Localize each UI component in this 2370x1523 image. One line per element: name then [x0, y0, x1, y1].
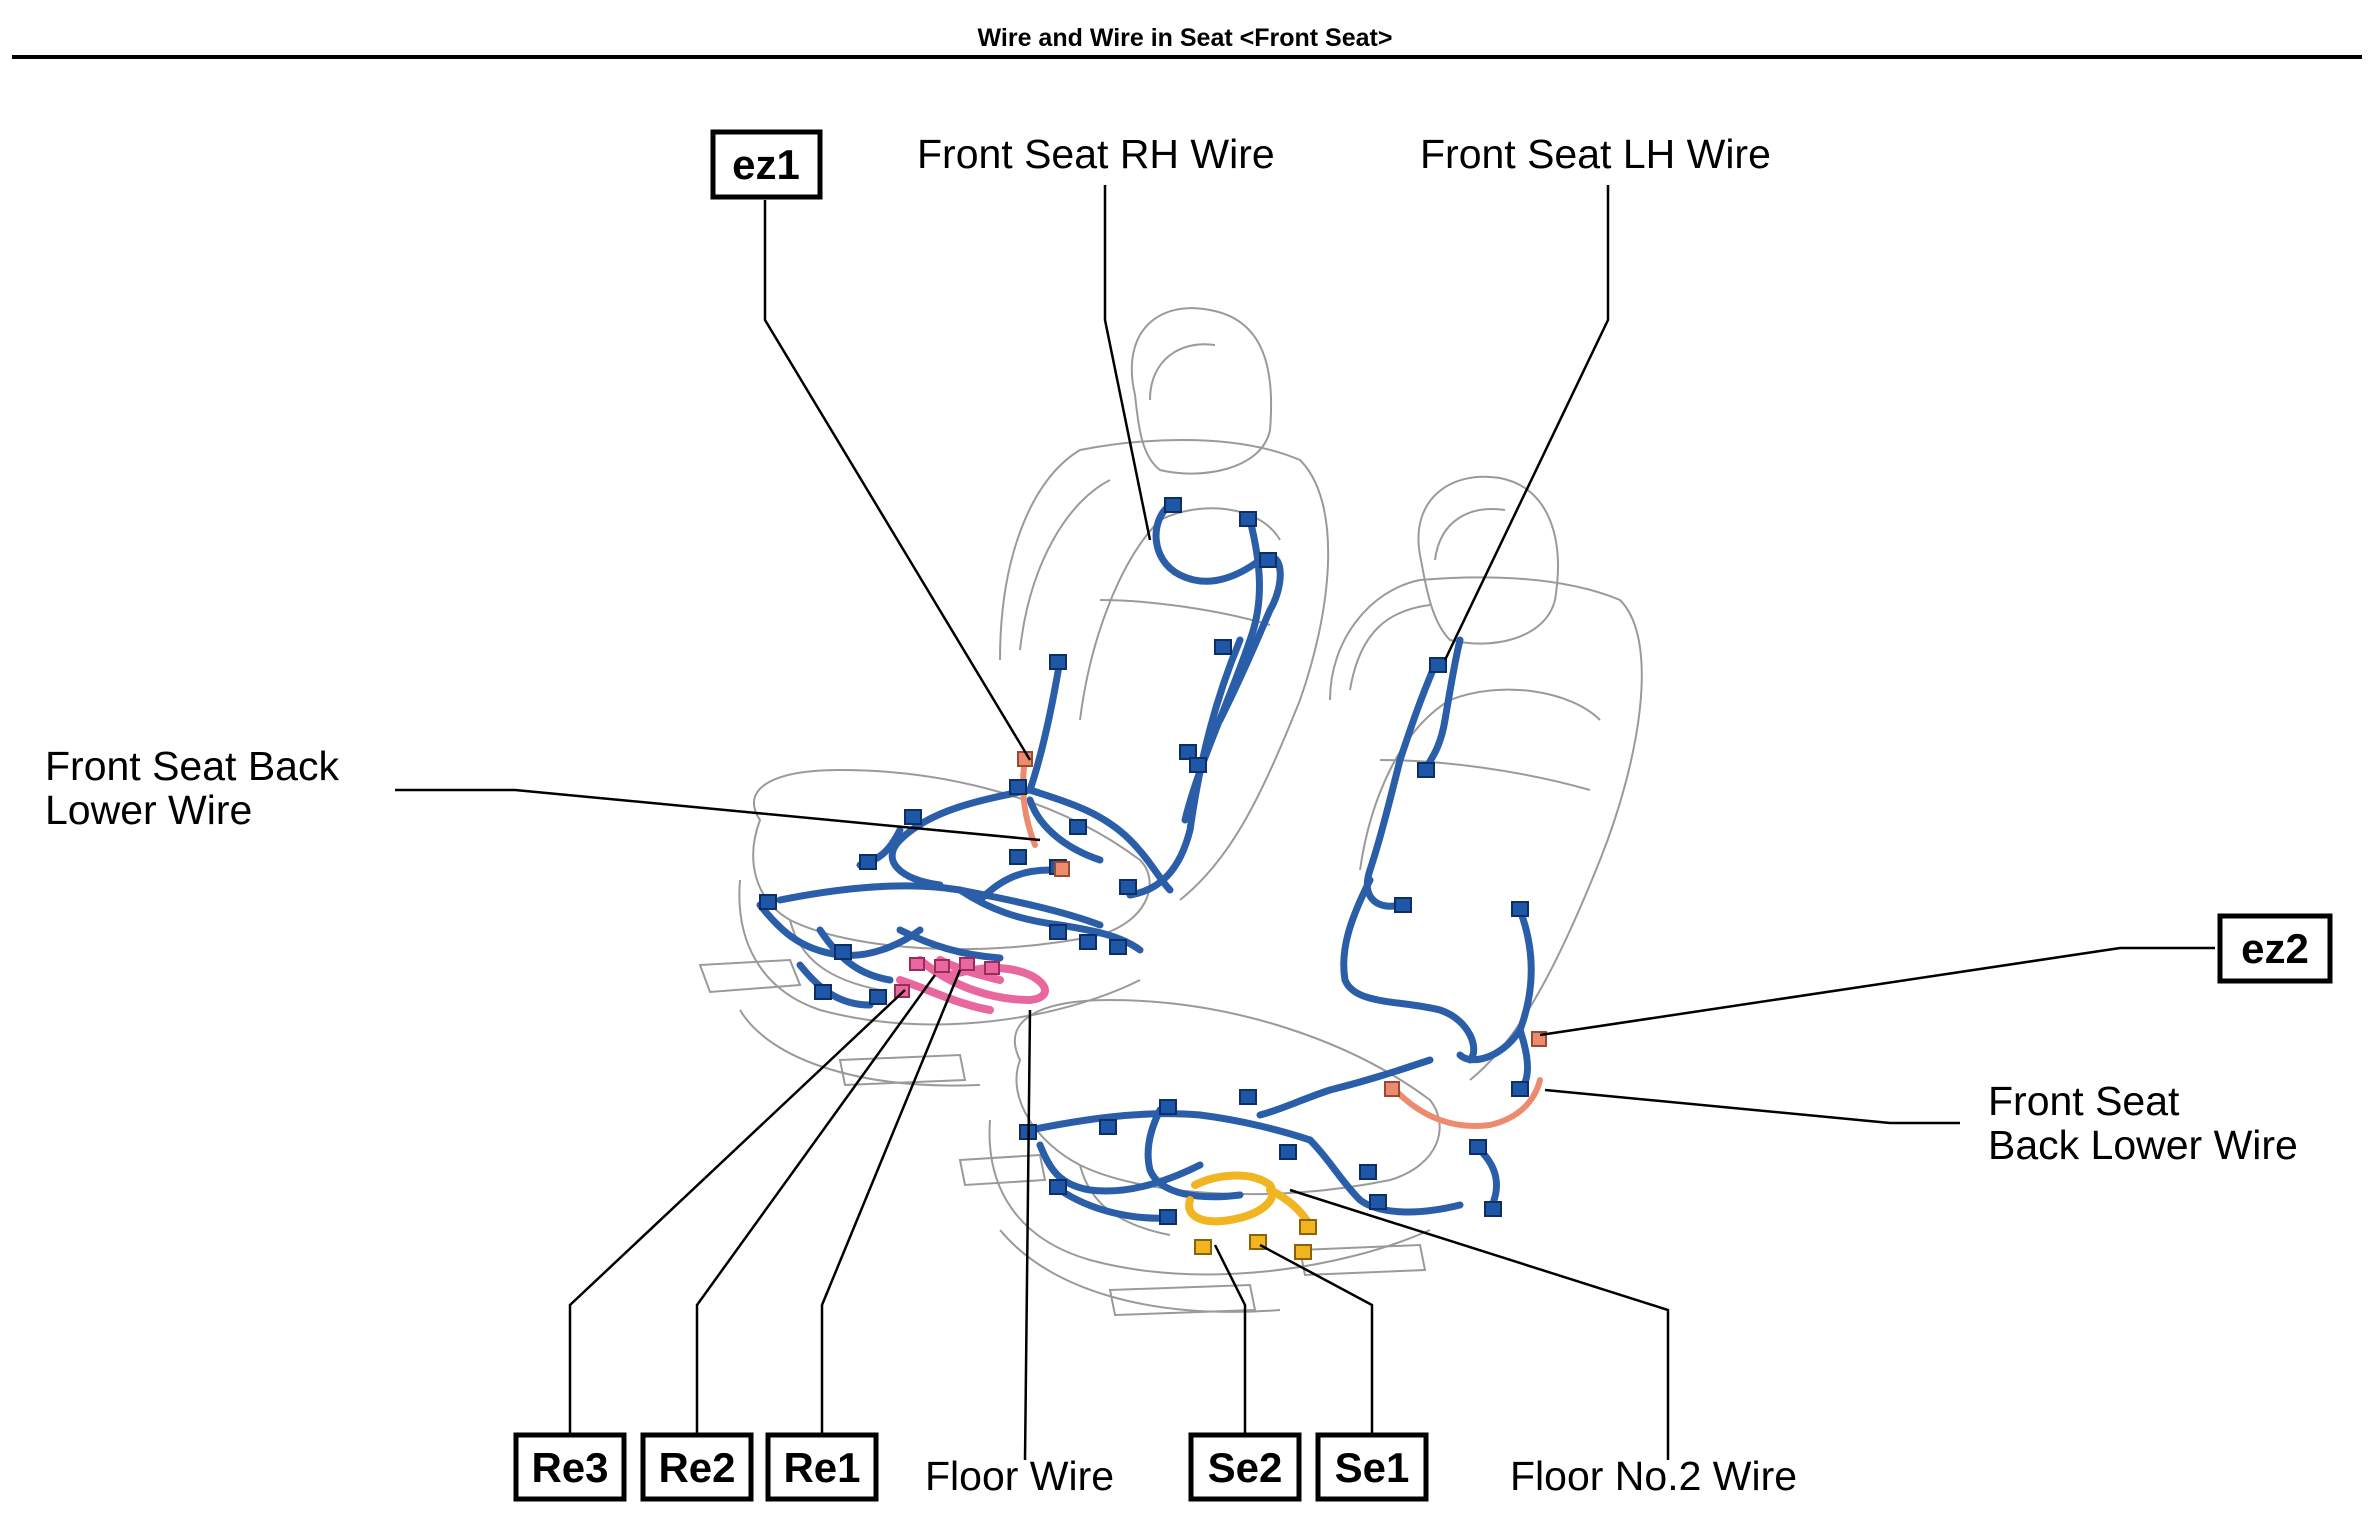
leader-lines: [395, 185, 2215, 1461]
label-front-seat-back-lower-wire-left-line1: Front Seat Back: [45, 743, 339, 789]
connector-code-re3: Re3: [531, 1444, 608, 1491]
floor-wire-connectors: [894, 957, 1000, 998]
connector-code-se2: Se2: [1208, 1444, 1283, 1491]
floor-no2-wire-connectors: [1194, 1219, 1317, 1260]
connector-box-se2: Se2: [1188, 1432, 1302, 1502]
connector-code-ez1: ez1: [732, 141, 800, 188]
front-seat-lh-wire-harness: [1026, 636, 1535, 1222]
connector-box-re1: Re1: [765, 1432, 879, 1502]
connector-code-re2: Re2: [658, 1444, 735, 1491]
label-front-seat-rh-wire: Front Seat RH Wire: [917, 131, 1275, 177]
title-rule: [12, 55, 2362, 59]
connector-box-se1: Se1: [1315, 1432, 1429, 1502]
label-floor-no2-wire: Floor No.2 Wire: [1510, 1453, 1797, 1499]
connector-box-ez1: ez1: [710, 129, 823, 200]
connector-code-re1: Re1: [783, 1444, 860, 1491]
right-seat-outline: [698, 307, 1330, 1087]
left-seat-outline: [958, 475, 1643, 1317]
connector-box-ez2: ez2: [2217, 913, 2333, 984]
diagram-title: Wire and Wire in Seat <Front Seat>: [977, 24, 1393, 52]
connector-box-re2: Re2: [640, 1432, 754, 1502]
label-floor-wire: Floor Wire: [925, 1453, 1114, 1499]
connector-box-re3: Re3: [513, 1432, 627, 1502]
floor-no2-wire-harness: [1185, 1171, 1314, 1229]
connector-code-se1: Se1: [1335, 1444, 1410, 1491]
label-front-seat-back-lower-wire-right-line2: Back Lower Wire: [1988, 1122, 2298, 1168]
front-seat-back-lower-wire-harness: [1020, 757, 1543, 1129]
label-front-seat-lh-wire: Front Seat LH Wire: [1420, 131, 1771, 177]
connector-code-ez2: ez2: [2241, 925, 2309, 972]
label-front-seat-back-lower-wire-left-line2: Lower Wire: [45, 787, 252, 833]
label-front-seat-back-lower-wire-right-line1: Front Seat: [1988, 1078, 2180, 1124]
